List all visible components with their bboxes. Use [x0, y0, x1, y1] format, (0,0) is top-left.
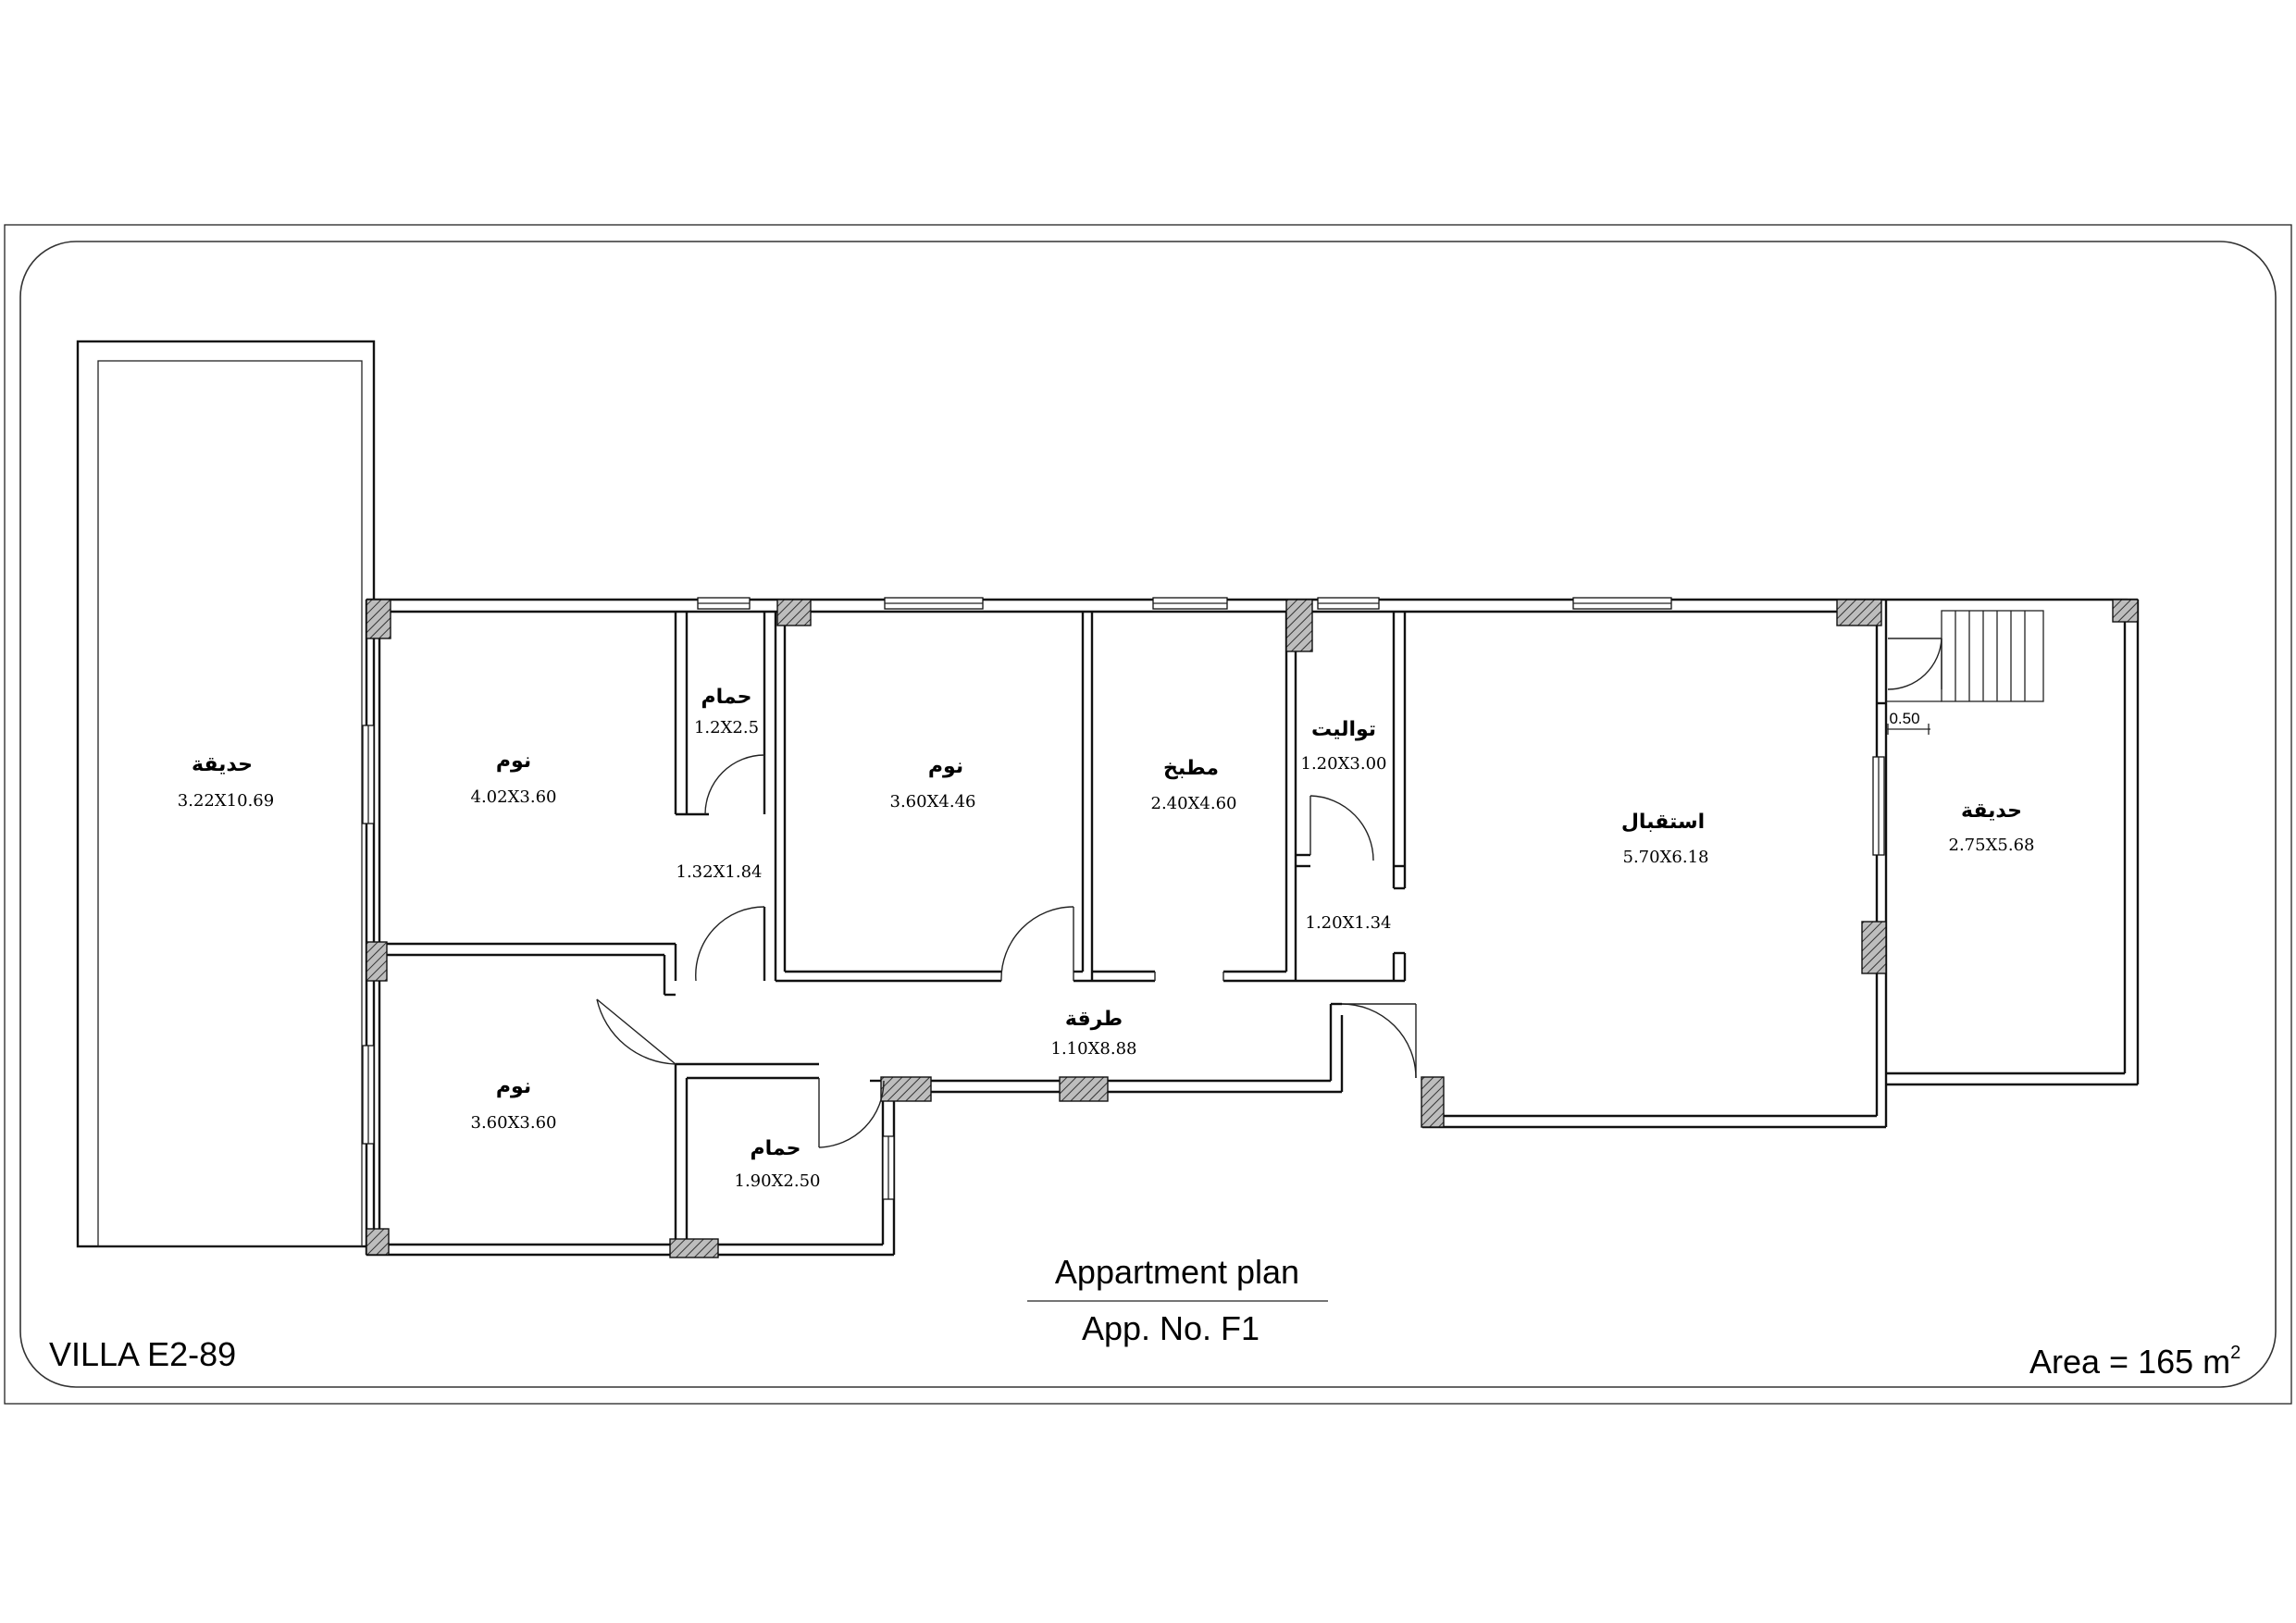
room-dims-bathroom-1: 1.2X2.5 [694, 718, 759, 737]
room-name-toilet: تواليت [1311, 718, 1376, 741]
room-name-reception: استقبال [1621, 811, 1705, 834]
room-dims-garden-left: 3.22X10.69 [178, 791, 274, 811]
room-dims-bedroom-2: 3.60X4.46 [890, 792, 976, 812]
interior-walls [379, 612, 1886, 1245]
room-name-bathroom-1: حمام [701, 686, 752, 709]
sheet-frame [4, 224, 2292, 1405]
room-name-bedroom-1: نوم [496, 750, 531, 773]
room-dims-kitchen: 2.40X4.60 [1151, 794, 1237, 813]
columns [366, 599, 2139, 1258]
room-dims-bedroom-3: 3.60X3.60 [471, 1113, 557, 1133]
room-labels: حديقة 3.22X10.69 نوم 4.02X3.60 حمام 1.2X… [178, 686, 2035, 1191]
room-dims-reception: 5.70X6.18 [1623, 848, 1709, 867]
room-name-bedroom-2: نوم [928, 755, 963, 778]
area-label: Area = 165 m2 [2029, 1343, 2240, 1381]
room-dims-bathroom-2: 1.90X2.50 [735, 1171, 821, 1191]
room-name-kitchen: مطبخ [1163, 757, 1219, 780]
plan-title: Appartment plan [1055, 1253, 1299, 1291]
room-name-bathroom-2: حمام [751, 1137, 801, 1160]
room-name-garden-left: حديقة [192, 753, 253, 776]
area-text: Area = 165 m [2029, 1343, 2230, 1381]
doors [596, 638, 1942, 1148]
room-dims-toilet-entry: 1.20X1.34 [1306, 913, 1392, 933]
room-dims-garden-right: 2.75X5.68 [1949, 836, 2035, 855]
room-dims-lobby: 1.32X1.84 [676, 862, 763, 882]
villa-label: VILLA E2-89 [49, 1335, 236, 1373]
area-unit-superscript: 2 [2230, 1343, 2240, 1363]
stair-dimension: 0.50 [1889, 710, 1919, 727]
windows [362, 597, 1885, 1200]
room-dims-bedroom-1: 4.02X3.60 [471, 787, 557, 807]
room-dims-toilet: 1.20X3.00 [1301, 754, 1387, 774]
room-dims-corridor: 1.10X8.88 [1051, 1039, 1137, 1059]
room-name-bedroom-3: نوم [496, 1075, 531, 1098]
plan-subtitle: App. No. F1 [1082, 1309, 1260, 1347]
stairs [1886, 610, 2044, 735]
room-name-garden-right: حديقة [1961, 799, 2022, 823]
room-name-corridor: طرقة [1065, 1008, 1123, 1031]
